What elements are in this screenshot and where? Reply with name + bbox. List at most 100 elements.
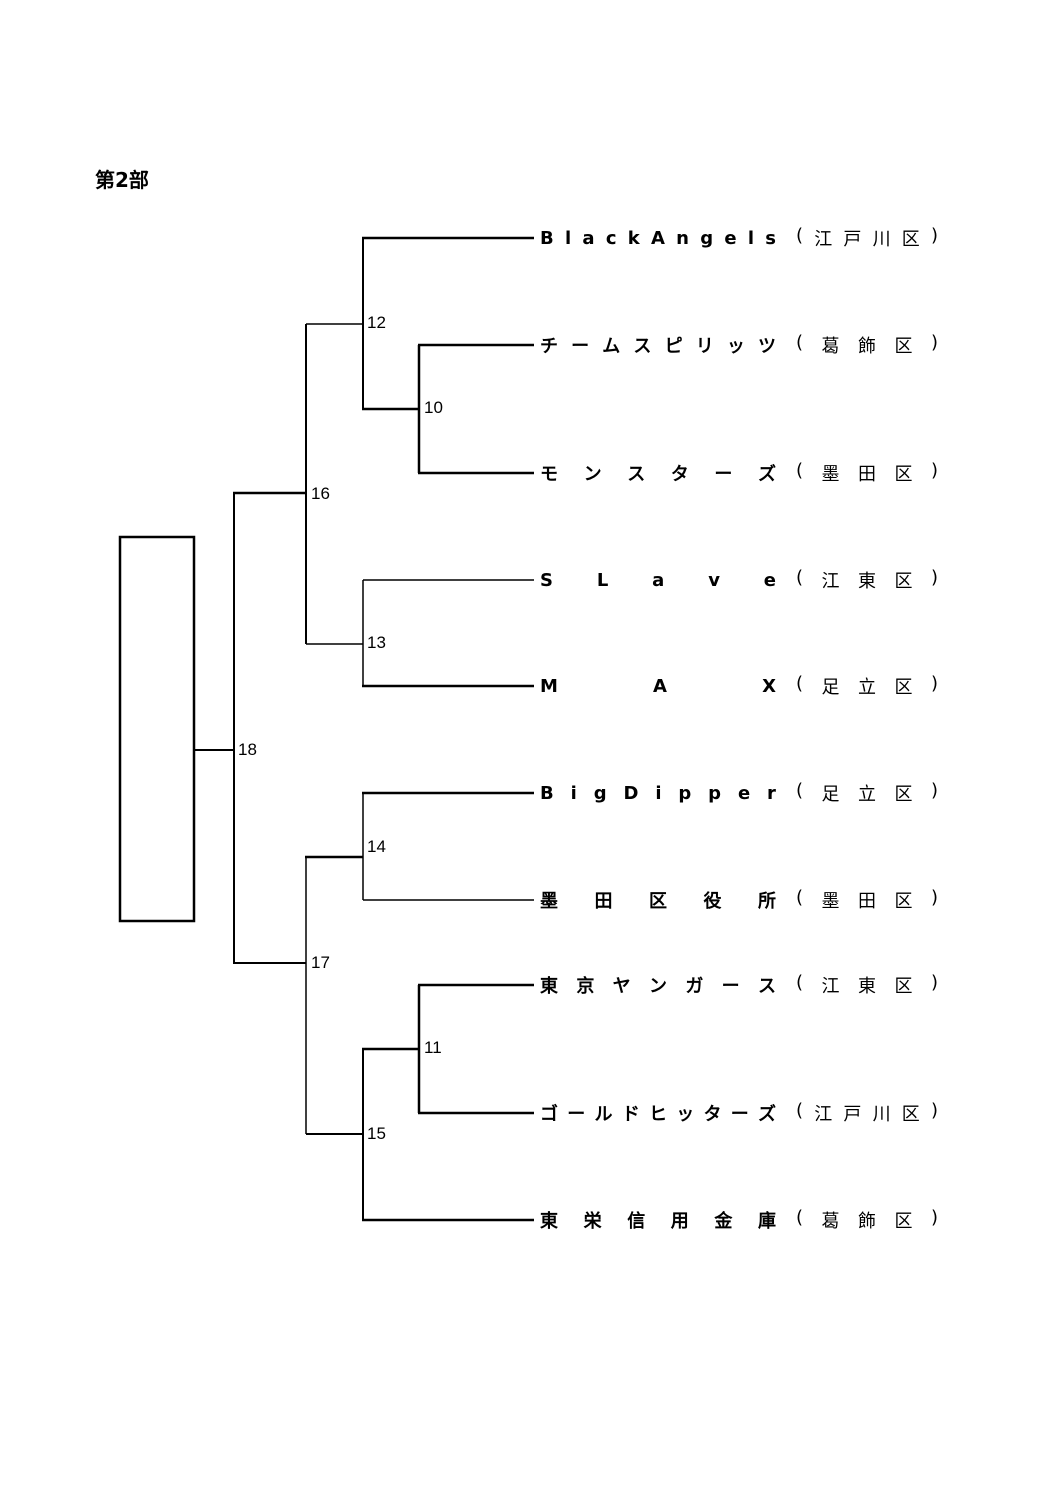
- char: 信: [627, 1211, 646, 1232]
- team-entry: 東栄信用金庫 (葛飾区): [540, 1207, 938, 1233]
- char: ー: [714, 464, 733, 485]
- match-number: 13: [367, 633, 386, 652]
- char: モ: [540, 464, 558, 485]
- char: 墨: [821, 464, 840, 485]
- char: ): [930, 780, 938, 801]
- char: n: [676, 227, 689, 249]
- char: A: [650, 227, 665, 249]
- match-number: 17: [311, 953, 330, 972]
- match-number: 16: [311, 484, 330, 503]
- char: 所: [758, 891, 776, 912]
- char: 川: [872, 1104, 891, 1125]
- char: ー: [567, 1104, 586, 1125]
- char: B: [540, 227, 554, 249]
- team-ward: (墨田区): [796, 460, 938, 486]
- char: 墨: [540, 891, 558, 912]
- char: チ: [540, 336, 558, 357]
- char: 江: [821, 976, 840, 997]
- char: e: [763, 569, 776, 591]
- team-name: チームスピリッツ: [540, 332, 776, 358]
- char: v: [708, 569, 720, 591]
- char: (: [796, 780, 804, 801]
- char: 区: [901, 1104, 920, 1125]
- char: e: [737, 782, 751, 804]
- char: 東: [540, 976, 558, 997]
- char: 用: [670, 1211, 689, 1232]
- char: X: [762, 675, 776, 697]
- char: 区: [894, 464, 913, 485]
- team-name: モンスターズ: [540, 460, 776, 486]
- team-entry: 東京ヤンガース (江東区): [540, 972, 938, 997]
- char: e: [724, 227, 737, 249]
- team-entry: 墨田区役所 (墨田区): [540, 887, 938, 913]
- char: 区: [894, 784, 913, 805]
- char: ズ: [758, 1104, 776, 1125]
- char: 京: [576, 976, 595, 997]
- char: タ: [670, 464, 689, 485]
- char: ): [930, 1207, 938, 1228]
- char: 飾: [858, 1211, 876, 1232]
- char: (: [796, 972, 804, 993]
- char: ピ: [664, 336, 683, 357]
- char: 区: [894, 976, 913, 997]
- team-ward: (江戸川区): [796, 225, 938, 251]
- char: 東: [858, 571, 876, 592]
- char: B: [540, 782, 554, 804]
- char: ー: [730, 1104, 749, 1125]
- char: 区: [894, 336, 913, 357]
- char: A: [653, 675, 667, 697]
- match-number: 15: [367, 1124, 386, 1143]
- char: a: [582, 227, 595, 249]
- char: 足: [821, 677, 840, 698]
- char: 田: [858, 891, 876, 912]
- char: 江: [814, 1104, 833, 1125]
- char: ッ: [726, 336, 745, 357]
- char: 飾: [858, 336, 876, 357]
- char: ー: [571, 336, 590, 357]
- match-number: 14: [367, 837, 386, 856]
- team-name: 東栄信用金庫: [540, 1207, 776, 1233]
- char: D: [623, 782, 639, 804]
- char: ): [930, 567, 938, 588]
- team-name: 墨田区役所: [540, 887, 776, 913]
- char: ス: [757, 976, 776, 997]
- char: (: [796, 225, 804, 246]
- char: ): [930, 1100, 938, 1121]
- char: (: [796, 1100, 804, 1121]
- division-title: 第2部: [95, 168, 149, 192]
- char: 東: [858, 976, 876, 997]
- char: 区: [894, 677, 913, 698]
- char: ド: [621, 1104, 640, 1125]
- char: ): [930, 887, 938, 908]
- char: 足: [821, 784, 840, 805]
- char: 田: [858, 464, 876, 485]
- char: ヤ: [612, 976, 631, 997]
- char: 金: [714, 1211, 733, 1232]
- char: ゴ: [540, 1104, 558, 1125]
- char: タ: [703, 1104, 722, 1125]
- char: 庫: [757, 1211, 776, 1232]
- char: ): [930, 332, 938, 353]
- char: ム: [602, 336, 621, 357]
- char: リ: [695, 336, 714, 357]
- match-number: 18: [238, 740, 257, 759]
- char: p: [708, 782, 722, 804]
- char: 葛: [821, 336, 840, 357]
- char: ン: [583, 464, 602, 485]
- char: ): [930, 972, 938, 993]
- char: 立: [858, 784, 876, 805]
- team-entry: ゴールドヒッターズ (江戸川区): [540, 1100, 938, 1125]
- team-ward: ( 足立区): [796, 780, 938, 806]
- char: g: [593, 782, 607, 804]
- char: 立: [858, 677, 876, 698]
- char: c: [605, 227, 617, 249]
- char: 区: [894, 571, 913, 592]
- char: 区: [894, 1211, 913, 1232]
- team-ward: (葛飾区): [796, 332, 938, 358]
- char: 栄: [583, 1211, 602, 1232]
- char: i: [655, 782, 662, 804]
